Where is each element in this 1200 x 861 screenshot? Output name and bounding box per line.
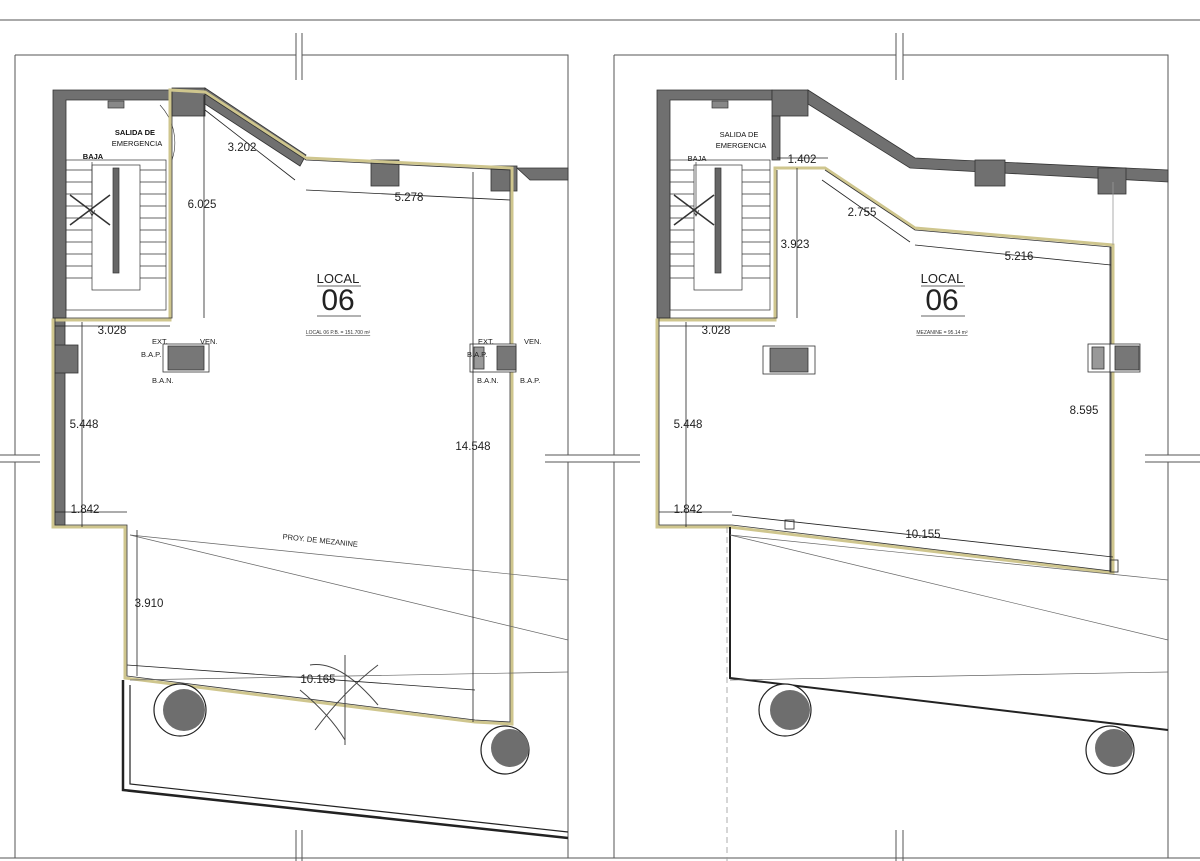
emergency-exit-label: SALIDA DE xyxy=(720,130,759,139)
local-outline-inner xyxy=(54,92,511,723)
dim-label: 8.595 xyxy=(1070,405,1099,417)
stair-core-walls xyxy=(52,87,569,529)
local-title: LOCAL xyxy=(317,271,360,286)
dim-label: 5.448 xyxy=(674,419,703,431)
area-note: LOCAL 06 P.B. = 151.700 m² xyxy=(306,330,371,336)
dim-label: 10.155 xyxy=(905,529,940,541)
local-number: 06 xyxy=(321,284,354,317)
ven-label: VEN. xyxy=(200,337,218,346)
stair-core-walls xyxy=(656,89,1169,319)
stair-down-label: BAJA xyxy=(688,154,707,163)
stair-down-label: BAJA xyxy=(83,152,104,161)
local-outline-inner xyxy=(658,169,1114,572)
ban-label: B.A.N. xyxy=(152,376,174,385)
emergency-exit-label-2: EMERGENCIA xyxy=(716,141,766,150)
area-note: MEZANINE = 95.14 m² xyxy=(916,330,968,336)
projection-note: PROY. DE MEZANINE xyxy=(282,532,358,549)
local-outline xyxy=(655,166,1115,575)
stair-icon xyxy=(669,100,771,311)
dim-label: 3.202 xyxy=(228,142,257,154)
bap-label-3: B.A.P. xyxy=(520,376,540,385)
dimension-lines xyxy=(55,95,511,722)
ven-label-2: VEN. xyxy=(524,337,542,346)
sheet-frame xyxy=(0,19,1200,861)
dim-label: 1.842 xyxy=(71,504,100,516)
dim-label: 6.025 xyxy=(188,199,217,211)
right-plan: SALIDA DE EMERGENCIA BAJA xyxy=(655,89,1169,861)
local-number: 06 xyxy=(925,284,958,317)
dim-label: 5.278 xyxy=(395,192,424,204)
bap-label-2: B.A.P. xyxy=(467,350,487,359)
dim-label: 3.028 xyxy=(98,325,127,337)
air-handler-icon xyxy=(762,343,1141,375)
ban-label-2: B.A.N. xyxy=(477,376,499,385)
emergency-exit-label: SALIDA DE xyxy=(115,128,155,137)
tree-icon xyxy=(153,683,530,775)
local-outline xyxy=(51,88,514,726)
facade-wall xyxy=(121,534,569,840)
dim-label: 3.923 xyxy=(781,239,810,251)
dim-label: 5.216 xyxy=(1005,251,1034,263)
emergency-exit-label-2: EMERGENCIA xyxy=(112,139,162,148)
tree-icon xyxy=(758,683,1135,775)
dim-label: 10.165 xyxy=(300,674,335,686)
dim-label: 2.755 xyxy=(848,207,877,219)
dimension-lines xyxy=(659,157,1114,571)
air-handler-icon xyxy=(162,343,517,373)
dim-label: 1.842 xyxy=(674,504,703,516)
local-title: LOCAL xyxy=(921,271,964,286)
dim-label: 3.910 xyxy=(135,598,164,610)
bap-label: B.A.P. xyxy=(141,350,161,359)
door-swing-icon xyxy=(299,655,379,745)
dim-label: 3.028 xyxy=(702,325,731,337)
ext-label-2: EXT. xyxy=(478,337,494,346)
facade-wall xyxy=(726,519,1169,861)
left-plan: SALIDA DE EMERGENCIA BAJA xyxy=(51,87,569,840)
dim-label: 14.548 xyxy=(455,441,490,453)
ext-label: EXT. xyxy=(152,337,168,346)
stair-icon xyxy=(65,100,176,311)
dim-label: 5.448 xyxy=(70,419,99,431)
dim-label: 1.402 xyxy=(788,154,817,166)
